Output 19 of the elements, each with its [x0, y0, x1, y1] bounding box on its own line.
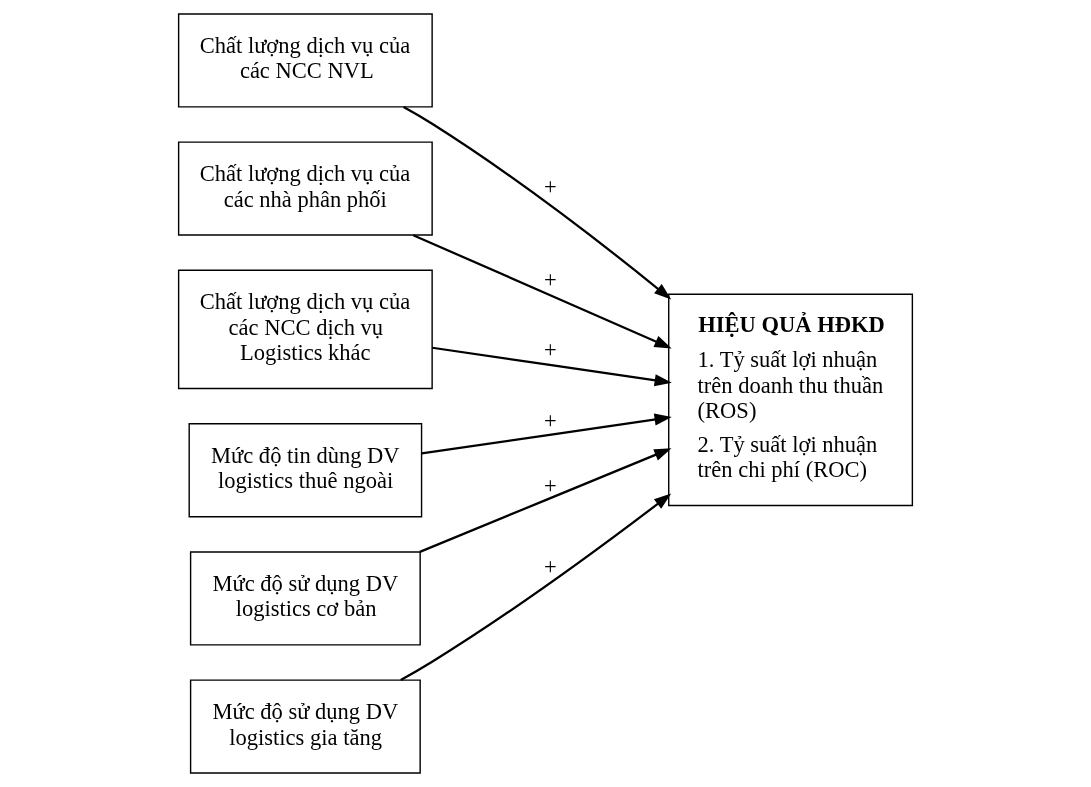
arrow [412, 234, 672, 349]
edge-label: + [544, 337, 557, 363]
node-box: HIỆU QUẢ HĐKD 1. Tỷ suất lợi nhuận trên doanh thu thuần (ROS) 2. Tỷ suất lợi nhuận trên chi phí (ROC) [668, 293, 914, 507]
edge-label: + [544, 266, 557, 292]
node-box: Chất lượng dịch vụ của các nhà phân phối [177, 141, 433, 236]
node-box: Mức độ sử dụng DV logistics gia tăng [189, 679, 421, 774]
arrow [403, 106, 672, 300]
arrow [419, 448, 672, 553]
edge-label: + [544, 472, 557, 498]
node-box: Mức độ sử dụng DV logistics cơ bản [189, 551, 421, 646]
edge-label: + [544, 407, 557, 433]
arrow [421, 413, 672, 455]
edge-label: + [544, 173, 557, 199]
edge-label: + [544, 554, 557, 580]
node-box: Chất lượng dịch vụ của các NCC NVL [177, 13, 433, 108]
arrow [432, 346, 672, 387]
node-box: Chất lượng dịch vụ của các NCC dịch vụ Logistics khác [177, 269, 433, 390]
node-box: Mức độ tin dùng DV logistics thuê ngoài [188, 423, 423, 518]
arrow [400, 493, 672, 682]
